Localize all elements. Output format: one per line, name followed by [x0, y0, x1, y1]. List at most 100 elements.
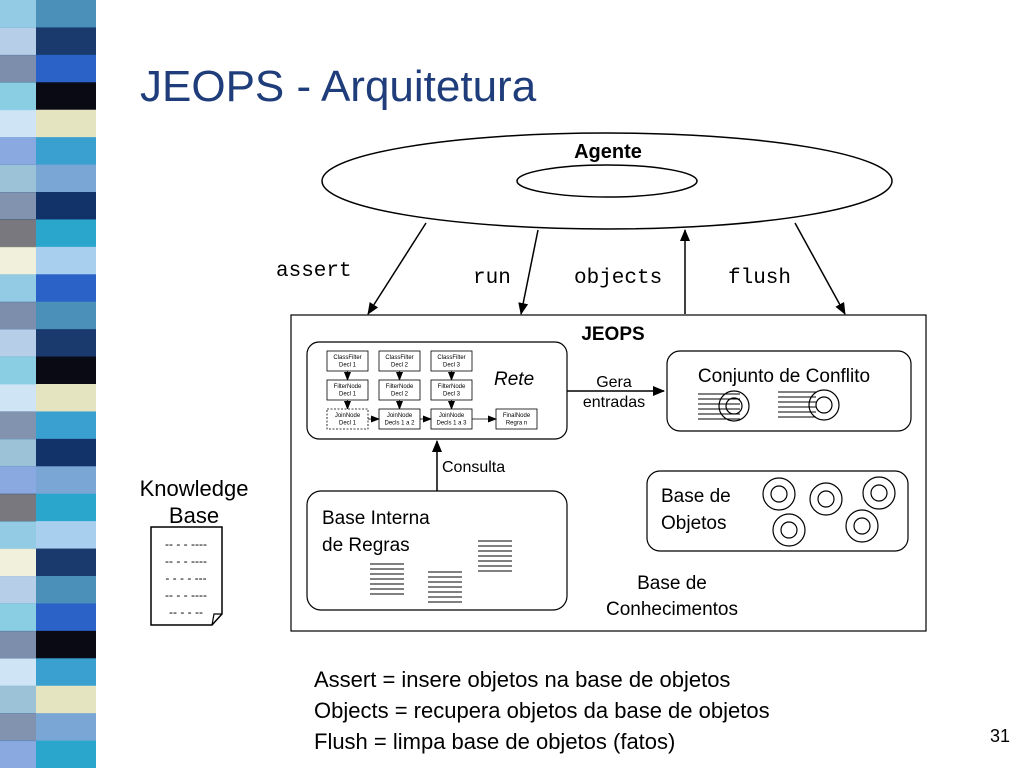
rete-node-label: Decl 1: [339, 363, 357, 369]
stripe-segment: [36, 329, 96, 358]
stripe-segment: [0, 521, 36, 550]
knowledge-base: Knowledge Base -- - - ------ - - ----- -…: [140, 476, 249, 626]
stripe-segment: [0, 164, 36, 193]
stripe-segment: [36, 493, 96, 522]
rete-node-label: Decl 1: [339, 421, 357, 427]
run-label: run: [473, 267, 511, 290]
knowledge-base-label-line1: Knowledge: [140, 476, 249, 501]
document-text-lines: -- - - ------ - - ----- - - - ----- - - …: [165, 537, 207, 619]
stripe-segment: [0, 493, 36, 522]
stripe-segment: [36, 137, 96, 166]
stripe-segment: [36, 521, 96, 550]
stripe-segment: [0, 685, 36, 714]
jeops-label: JEOPS: [581, 324, 644, 345]
stripe-segment: [0, 438, 36, 467]
note-flush: Flush = limpa base de objetos (fatos): [314, 729, 676, 754]
rete-node-label: Decl 2: [391, 363, 409, 369]
conflict-set-label: Conjunto de Conflito: [698, 366, 870, 387]
rule-icon: [370, 563, 404, 595]
rete-node-label: Decl 3: [443, 363, 461, 369]
rete-node-label: ClassFilter: [437, 355, 465, 361]
rete-node-label: Decl 1: [339, 392, 357, 398]
stripe-segment: [0, 54, 36, 83]
entradas-label: entradas: [583, 394, 645, 411]
object-icon: [809, 482, 843, 516]
note-objects: Objects = recupera objetos da base de ob…: [314, 698, 770, 723]
stripe-segment: [0, 576, 36, 604]
rete-node-label: FilterNode: [334, 384, 362, 390]
stripe-segment: [36, 658, 96, 687]
consulta-label: Consulta: [442, 459, 505, 476]
rete-node-label: FinalNode: [503, 413, 531, 419]
flush-arrow: [794, 222, 846, 315]
page-number: 31: [990, 726, 1011, 746]
agent: Agente: [321, 132, 893, 230]
stripe-segment: [36, 274, 96, 303]
note-assert: Assert = insere objetos na base de objet…: [314, 667, 731, 692]
stripe-segment: [0, 466, 36, 495]
object-icon: [762, 477, 796, 511]
object-base-frame: [646, 470, 909, 552]
rete-node-label: JoinNode: [335, 413, 361, 419]
stripe-segment: [0, 740, 36, 768]
stripe-segment: [36, 27, 96, 56]
conflict-set-box: Conjunto de Conflito: [666, 350, 912, 432]
stripe-segment: [0, 384, 36, 412]
rete-node-label: ClassFilter: [333, 355, 361, 361]
stripe-segment: [0, 109, 36, 138]
document-text-line: -- - - ----: [165, 554, 207, 568]
object-icon: [772, 513, 806, 547]
stripe-segment: [0, 548, 36, 577]
stripe-segment: [0, 137, 36, 166]
stripe-segment: [36, 630, 96, 659]
stripe-segment: [0, 329, 36, 358]
stripe-segment: [0, 658, 36, 687]
stripe-segment: [0, 301, 36, 330]
object-base-label-line1: Base de: [661, 486, 731, 507]
rule-icon: [478, 540, 512, 572]
assert-label: assert: [276, 260, 352, 283]
stripe-segment: [36, 54, 96, 83]
stripe-segment: [0, 274, 36, 303]
stripe-segment: [36, 713, 96, 742]
rete-node-label: JoinNode: [439, 413, 465, 419]
stripe-segment: [36, 685, 96, 714]
stripe-segment: [36, 301, 96, 330]
assert-arrow: [367, 222, 427, 315]
stripe-segment: [0, 192, 36, 220]
rete-node-label: Regra n: [506, 421, 527, 427]
stripe-segment: [36, 466, 96, 495]
stripe-segment: [36, 192, 96, 220]
objects-label: objects: [574, 267, 662, 290]
stripe-segment: [0, 603, 36, 632]
object-base-label-line2: Objetos: [661, 513, 726, 534]
stripe-segment: [36, 411, 96, 440]
agent-inner-ellipse: [516, 164, 698, 198]
stripe-segment: [36, 246, 96, 275]
stripe-segment: [36, 164, 96, 193]
rete-node-label: Decls 1 a 2: [384, 421, 415, 427]
stripe-segment: [0, 356, 36, 385]
stripe-segment: [36, 82, 96, 111]
stripe-segment: [0, 82, 36, 111]
rule-instance-icon: [698, 390, 750, 422]
internal-rule-base-frame: [306, 490, 568, 611]
stripe-segment: [0, 630, 36, 659]
rete-node-label: ClassFilter: [385, 355, 413, 361]
rule-icon: [428, 571, 462, 603]
notes: Assert = insere objetos na base de objet…: [314, 664, 770, 757]
agent-outer-ellipse: [321, 132, 893, 230]
rule-instance-icon: [778, 389, 840, 421]
stripe-segment: [36, 548, 96, 577]
rete-node-label: FilterNode: [438, 384, 466, 390]
stripe-segment: [36, 740, 96, 768]
stripe-segment: [0, 27, 36, 56]
stripe-segment: [36, 109, 96, 138]
knowledge-base-jeops-label-line1: Base de: [637, 573, 707, 594]
stripe-segment: [36, 438, 96, 467]
rete-node-label: Decl 2: [391, 392, 409, 398]
run-arrow: [518, 229, 539, 315]
rete-label: Rete: [494, 369, 534, 390]
slide-title: JEOPS - Arquitetura: [140, 62, 537, 111]
